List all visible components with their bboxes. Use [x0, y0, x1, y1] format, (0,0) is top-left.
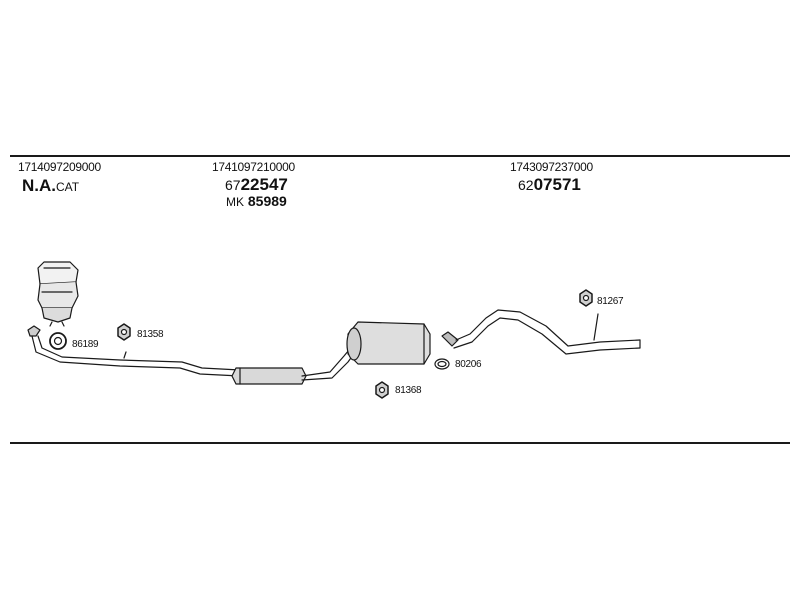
callout-86189: 86189 [72, 339, 99, 350]
rubber-mount-81267 [579, 289, 593, 307]
rubber-mount-81358 [117, 323, 131, 341]
clamp-80206 [434, 358, 450, 370]
part-code-prefix: 67 [225, 177, 241, 193]
catalytic-converter [37, 261, 79, 327]
front-pipe [27, 325, 241, 377]
tail-pipe [441, 309, 641, 355]
part-number-3: 1743097237000 [510, 160, 593, 174]
part-name-suffix: CAT [56, 180, 80, 194]
rubber-mount-81368 [375, 381, 389, 399]
callout-81358: 81358 [137, 329, 164, 340]
mk-code: MK 85989 [226, 193, 287, 209]
callout-81368: 81368 [395, 385, 422, 396]
center-muffler [231, 343, 359, 385]
part-code-prefix: 62 [518, 177, 534, 193]
callout-81267: 81267 [597, 296, 624, 307]
bottom-rule [10, 442, 790, 444]
rear-silencer [346, 321, 431, 365]
mk-prefix: MK [226, 195, 244, 209]
part-name-1: N.A.CAT [22, 176, 79, 196]
part-number-1: 1714097209000 [18, 160, 101, 174]
part-number-2: 1741097210000 [212, 160, 295, 174]
rubber-ring-86189 [49, 332, 67, 350]
part-code-3: 6207571 [518, 175, 581, 195]
top-rule [10, 155, 790, 157]
mk-main: 85989 [247, 193, 287, 209]
callout-80206: 80206 [455, 359, 482, 370]
part-code-main: 22547 [240, 175, 288, 194]
part-code-2: 6722547 [225, 175, 288, 195]
part-name-main: N.A. [22, 176, 56, 195]
part-code-main: 07571 [533, 175, 581, 194]
